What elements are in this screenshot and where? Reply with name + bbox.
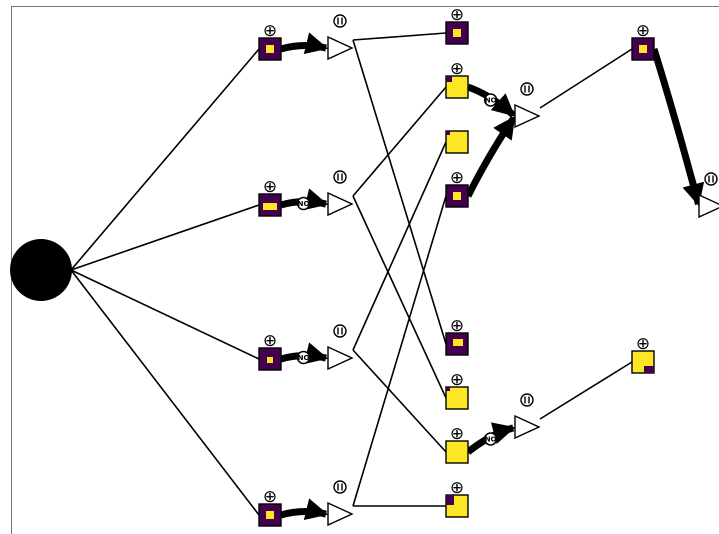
square-fill — [453, 29, 461, 37]
no-badge-icon — [296, 350, 311, 365]
arrow-edge — [650, 47, 705, 207]
chance-node[interactable]: ⊕ — [445, 168, 469, 208]
chance-node[interactable]: ⊕ — [258, 177, 282, 217]
tree-edge — [352, 32, 447, 41]
tree-edge — [352, 349, 447, 453]
chance-node[interactable]: ⊕ — [631, 21, 655, 61]
arrow-edge — [464, 115, 517, 198]
no-badge-label: NO — [298, 354, 310, 362]
arrow-edge: NO — [465, 422, 516, 455]
chance-node[interactable] — [445, 130, 469, 154]
circle-tag-icon — [520, 82, 534, 96]
no-badge-icon — [296, 196, 311, 211]
tree-edge — [352, 39, 447, 345]
outcome-node[interactable] — [327, 480, 354, 527]
chance-node[interactable]: ⊕ — [445, 478, 469, 518]
plus-icon: ⊕ — [263, 21, 277, 41]
tree-edge — [352, 195, 447, 507]
root-circle[interactable] — [10, 239, 72, 301]
plus-icon: ⊕ — [263, 331, 277, 351]
plus-icon: ⊕ — [450, 168, 464, 188]
root-node[interactable] — [10, 239, 72, 301]
chance-node[interactable]: ⊕ — [445, 370, 469, 410]
square-fill — [446, 76, 452, 82]
triangle-icon[interactable] — [327, 35, 354, 61]
outcome-node[interactable] — [698, 172, 719, 219]
circle-tag-icon — [704, 172, 718, 186]
chance-node[interactable]: ⊕ — [445, 59, 469, 99]
plus-icon: ⊕ — [450, 316, 464, 336]
plus-icon: ⊕ — [263, 177, 277, 197]
outcome-node[interactable] — [327, 14, 354, 61]
nodes-layer: ⊕ ⊕ ⊕ ⊕ ⊕ ⊕ ⊕ ⊕ ⊕ ⊕ ⊕ ⊕ ⊕ — [10, 5, 719, 527]
plus-icon: ⊕ — [263, 487, 277, 507]
tree-edge — [70, 269, 260, 360]
outcome-node[interactable] — [514, 393, 541, 440]
arrow-edge: NO — [466, 83, 516, 118]
triangle-icon[interactable] — [327, 191, 354, 217]
triangle-icon[interactable] — [514, 103, 541, 129]
square-fill — [644, 366, 654, 373]
no-badge-icon — [483, 432, 498, 446]
circle-tag-icon — [333, 324, 347, 338]
outcome-node[interactable] — [514, 82, 541, 129]
square-fill — [453, 339, 463, 346]
no-badge-label: NO — [485, 96, 497, 104]
square-fill — [263, 203, 277, 210]
square-fill — [446, 387, 450, 391]
no-badge-label: NO — [485, 435, 497, 443]
tree-edge — [352, 141, 447, 351]
square-fill — [446, 495, 454, 505]
chance-node[interactable]: ⊕ — [258, 331, 282, 371]
plus-icon: ⊕ — [450, 478, 464, 498]
plus-icon: ⊕ — [450, 59, 464, 79]
circle-tag-icon — [333, 170, 347, 184]
plus-icon: ⊕ — [636, 334, 650, 354]
canvas-frame — [11, 6, 719, 534]
square-fill — [267, 357, 273, 363]
arrow-edge: NO — [280, 188, 329, 211]
triangle-icon[interactable] — [327, 345, 354, 371]
chance-node[interactable]: ⊕ — [445, 316, 469, 356]
chance-node[interactable]: ⊕ — [631, 334, 655, 374]
circle-tag-icon — [333, 14, 347, 28]
triangle-icon[interactable] — [327, 501, 354, 527]
edges-layer: NO NO NO NO — [70, 32, 705, 521]
plus-icon: ⊕ — [450, 5, 464, 25]
tree-edge — [70, 269, 260, 516]
plus-icon: ⊕ — [636, 21, 650, 41]
plus-icon: ⊕ — [450, 424, 464, 444]
tree-edge — [352, 195, 447, 399]
tree-edge — [352, 86, 447, 197]
square-fill — [266, 45, 274, 53]
square-fill — [639, 45, 647, 53]
no-badge-label: NO — [298, 200, 310, 208]
arrow-edge — [280, 498, 329, 521]
no-badge-icon — [483, 93, 498, 107]
square-icon[interactable] — [445, 386, 469, 410]
triangle-icon[interactable] — [514, 414, 541, 440]
square-icon[interactable] — [445, 440, 469, 464]
tree-edge — [70, 48, 260, 271]
triangle-icon[interactable] — [698, 193, 719, 219]
square-fill — [453, 192, 461, 200]
arrow-edge: NO — [280, 342, 329, 365]
chance-node[interactable]: ⊕ — [258, 21, 282, 61]
outcome-node[interactable] — [327, 324, 354, 371]
circle-tag-icon — [333, 480, 347, 494]
tree-edge — [539, 361, 633, 420]
outcome-node[interactable] — [327, 170, 354, 217]
square-fill — [266, 511, 274, 519]
arrow-edge — [280, 32, 329, 55]
chance-node[interactable]: ⊕ — [445, 424, 469, 464]
tree-edge — [539, 48, 633, 109]
square-icon[interactable] — [445, 130, 469, 154]
tree-edge — [70, 204, 260, 271]
circle-tag-icon — [520, 393, 534, 407]
plus-icon: ⊕ — [450, 370, 464, 390]
square-fill — [446, 131, 450, 135]
chance-node[interactable]: ⊕ — [445, 5, 469, 45]
chance-node[interactable]: ⊕ — [258, 487, 282, 527]
